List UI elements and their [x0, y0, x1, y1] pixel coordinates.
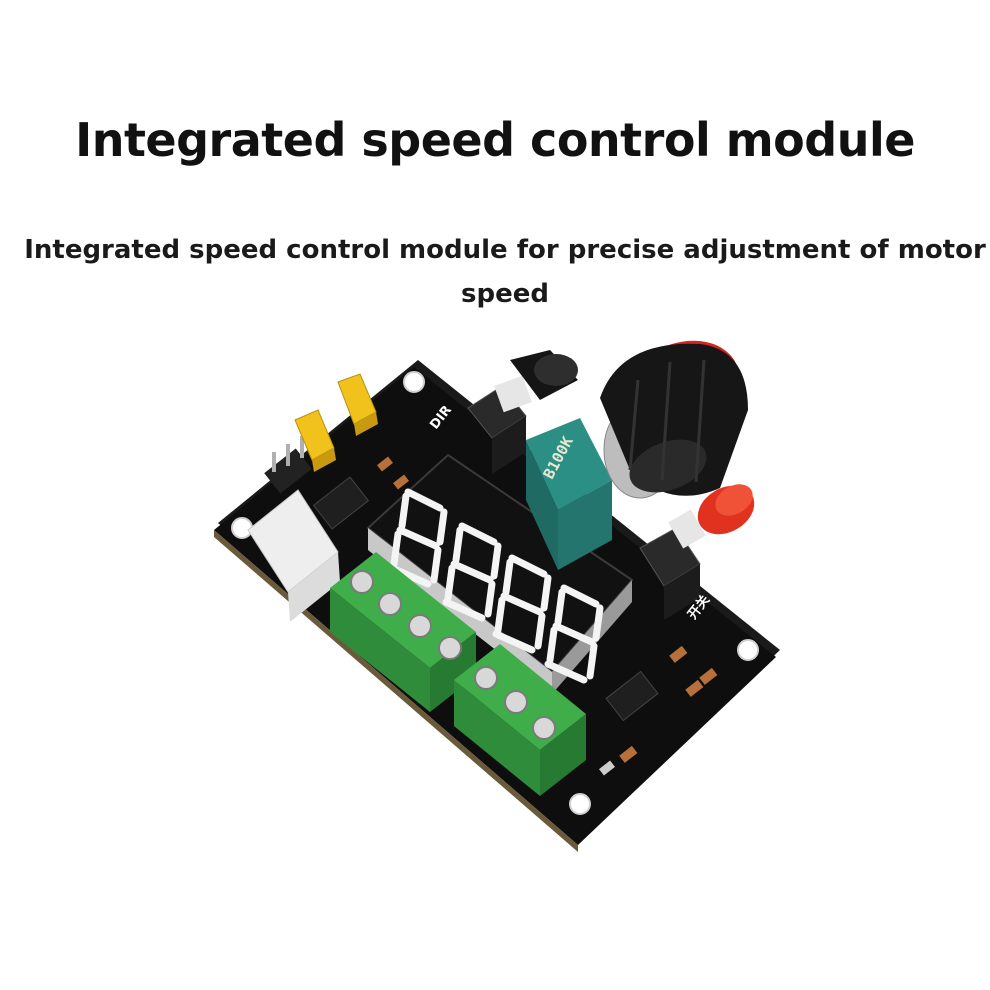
display-digit [442, 522, 502, 622]
ic-chip [605, 670, 659, 722]
speed-knob [600, 340, 748, 496]
header-pins [264, 436, 312, 494]
jst-connector [247, 489, 340, 622]
display-digit [492, 554, 552, 654]
smd-components [377, 456, 718, 776]
mounting-hole [231, 517, 253, 539]
display-digit [388, 488, 448, 588]
speed-control-board-image: DIR B100K 开关 [200, 320, 810, 860]
jumper-cap-1 [294, 409, 336, 472]
terminal-screws [350, 570, 556, 740]
power-switch [639, 484, 755, 620]
display-digit [544, 584, 604, 684]
mounting-hole [569, 793, 591, 815]
mounting-hole [403, 371, 425, 393]
dir-button [467, 350, 578, 474]
mounting-hole [737, 639, 759, 661]
ic-chip [312, 476, 370, 530]
page-subtitle: Integrated speed control module for prec… [24, 235, 986, 309]
jumper-cap-2 [337, 373, 378, 436]
page-title: Integrated speed control module [75, 113, 915, 167]
